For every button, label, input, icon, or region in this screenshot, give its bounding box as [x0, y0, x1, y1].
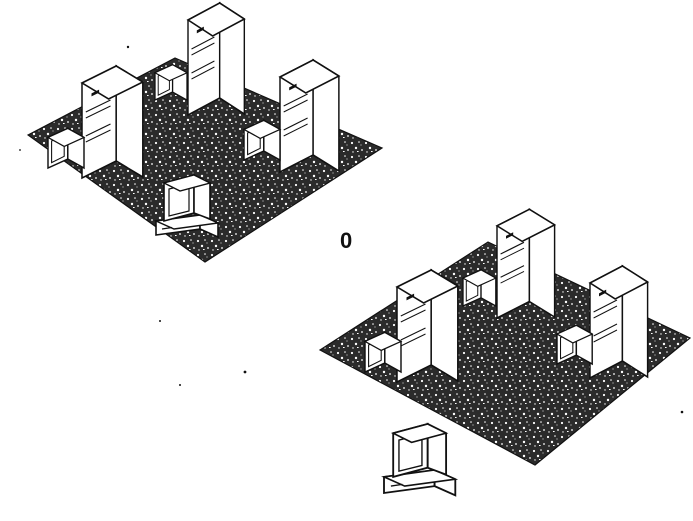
server-tower-icon [188, 3, 244, 115]
server-tower-icon [82, 66, 143, 178]
standalone-workstation [384, 424, 455, 495]
desktop-workstation-icon [384, 424, 455, 495]
server-tower-icon [590, 266, 648, 378]
connector-label: 0 [340, 228, 352, 254]
network-cluster-right [320, 209, 690, 465]
server-tower-icon [280, 60, 339, 172]
desktop-workstation-icon [156, 175, 218, 237]
server-tower-icon [497, 209, 555, 318]
server-tower-icon [397, 270, 458, 382]
network-cluster-left [28, 3, 382, 262]
